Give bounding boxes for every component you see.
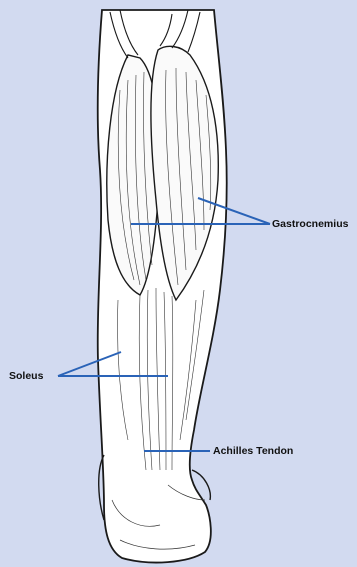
achilles-tendon-label: Achilles Tendon [213,445,293,457]
soleus-label: Soleus [9,370,43,382]
gastrocnemius-label: Gastrocnemius [272,218,348,230]
